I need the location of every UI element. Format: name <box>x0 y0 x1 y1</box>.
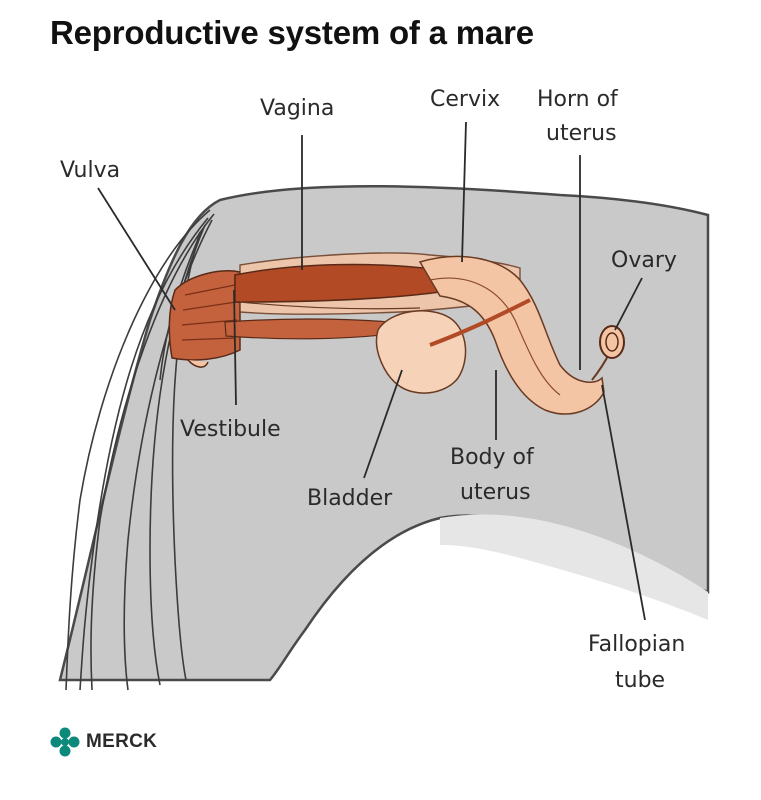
ovary-shape <box>599 325 625 359</box>
labels: Vulva Vagina Cervix Horn of uterus Ovary… <box>60 87 685 693</box>
label-ovary: Ovary <box>611 248 677 273</box>
merck-logo: MERCK <box>50 727 157 757</box>
urethra <box>224 318 393 340</box>
label-horn-of-uterus-1: Horn of <box>537 87 619 112</box>
vulva-shape <box>168 270 241 361</box>
reproductive-tract <box>168 252 625 415</box>
label-fallopian-tube-1: Fallopian <box>588 632 685 657</box>
label-cervix: Cervix <box>430 87 500 112</box>
label-body-of-uterus-2: uterus <box>460 480 531 505</box>
bladder-shape <box>375 310 467 394</box>
merck-logo-text: MERCK <box>86 731 158 752</box>
uterus-body-shape <box>418 255 605 415</box>
leader-lines <box>97 121 646 621</box>
label-horn-of-uterus-2: uterus <box>546 121 617 146</box>
label-body-of-uterus-1: Body of <box>450 445 535 470</box>
label-fallopian-tube-2: tube <box>615 668 665 693</box>
merck-logo-icon <box>50 727 80 757</box>
diagram-title: Reproductive system of a mare <box>50 14 534 51</box>
label-vestibule: Vestibule <box>180 417 281 442</box>
label-vulva: Vulva <box>60 158 120 183</box>
label-bladder: Bladder <box>307 486 393 511</box>
label-vagina: Vagina <box>260 96 334 121</box>
